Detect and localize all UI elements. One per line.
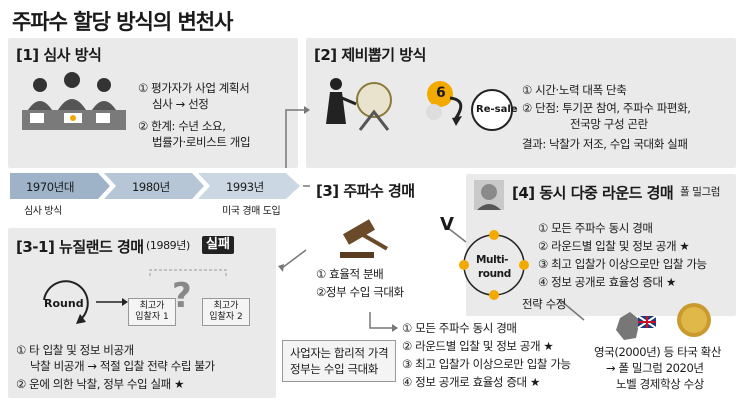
section3-item-2: ②정부 수입 극대화 bbox=[316, 285, 404, 299]
cycle-label-1: Multi- bbox=[476, 254, 509, 266]
section2-item-1: ① 시간·노력 대폭 단축 bbox=[522, 83, 627, 97]
section4-item-4: ④ 정보 공개로 효율성 증대 ★ bbox=[538, 275, 676, 289]
strategy-label: 전략 수정 bbox=[522, 297, 566, 311]
section31-item-2: 낙찰 비공개 → 적절 입찰 전략 수립 불가 bbox=[30, 359, 215, 373]
timeline-year-1993: 1993년 bbox=[226, 180, 264, 194]
section1-item-3: ② 한계: 수년 소요, bbox=[138, 119, 226, 133]
section2-title: [2] 제비뽑기 방식 bbox=[314, 46, 426, 64]
cycle-label-2: round bbox=[478, 268, 511, 280]
timeline-note-2: 미국 경매 도입 bbox=[222, 206, 281, 217]
bidder-1-label-1: 최고가 bbox=[139, 301, 165, 311]
section31-item-1: ① 타 입찰 및 정보 비공개 bbox=[16, 343, 134, 357]
panel-section1 bbox=[8, 38, 298, 168]
section31-fail-badge: 실패 bbox=[202, 236, 234, 254]
resale-label: Re-sale bbox=[476, 104, 518, 115]
section4-result-2: → 폴 밀그럼 2020년 bbox=[606, 361, 704, 375]
section2-item-3: 전국망 구성 곤란 bbox=[570, 117, 648, 131]
section1-title: [1] 심사 방식 bbox=[16, 46, 102, 64]
question-mark: ? bbox=[172, 276, 192, 316]
round-label: Round bbox=[44, 297, 84, 310]
section3-note-box bbox=[282, 340, 396, 382]
timeline-year-1970: 1970년대 bbox=[26, 180, 75, 194]
timeline-note-1: 심사 방식 bbox=[24, 206, 62, 217]
bidder-1-label-2: 입찰자 1 bbox=[135, 312, 169, 322]
versus-label: V bbox=[440, 214, 454, 235]
section4-result-1: 영국(2000년) 등 타국 확산 bbox=[594, 345, 722, 359]
section1-item-1: ① 평가자가 사업 계획서 bbox=[138, 81, 250, 95]
section4-item-3: ③ 최고 입찰가 이상으로만 입찰 가능 bbox=[538, 257, 707, 271]
bidder-2-box: 최고가 입찰자 2 bbox=[202, 298, 250, 326]
section3-condition-2: ② 라운드별 입찰 및 정보 공개 ★ bbox=[402, 339, 554, 353]
section4-item-1: ① 모든 주파수 동시 경매 bbox=[538, 221, 653, 235]
section2-item-2: ② 단점: 투기꾼 참여, 주파수 파편화, bbox=[522, 101, 691, 115]
section2-item-4: 결과: 낙찰가 저조, 수입 국대화 실패 bbox=[522, 137, 688, 151]
bidder-2-label-1: 최고가 bbox=[213, 301, 239, 311]
section3-condition-3: ③ 최고 입찰가 이상으로만 입찰 가능 bbox=[402, 357, 571, 371]
bidder-1-box: 최고가 입찰자 1 bbox=[128, 298, 176, 326]
bidder-2-label-2: 입찰자 2 bbox=[209, 312, 243, 322]
section3-title: [3] 주파수 경매 bbox=[316, 182, 415, 200]
judges-illustration bbox=[22, 72, 126, 130]
lottery-illustration bbox=[326, 78, 513, 131]
section3-item-1: ① 효율적 분배 bbox=[316, 267, 384, 281]
section4-person: 폴 밀그럼 bbox=[680, 186, 720, 198]
section3-note-2: 정부는 수입 극대화 bbox=[290, 362, 378, 376]
section4-title: [4] 동시 다중 라운드 경매 bbox=[512, 184, 674, 202]
section4-result-3: 노벨 경제학상 수상 bbox=[616, 377, 704, 391]
page-title: 주파수 할당 방식의 변천사 bbox=[12, 10, 233, 34]
timeline-year-1980: 1980년 bbox=[132, 180, 170, 194]
gavel-illustration bbox=[340, 219, 388, 258]
section31-title: [3-1] 뉴질랜드 경매 bbox=[16, 238, 144, 256]
section4-item-2: ② 라운드별 입찰 및 정보 공개 ★ bbox=[538, 239, 690, 253]
section31-year: (1989년) bbox=[146, 239, 190, 252]
lottery-ball-number: 6 bbox=[436, 85, 446, 101]
section1-item-2: 심사 → 선정 bbox=[152, 97, 209, 111]
section1-item-4: 법률가·로비스트 개입 bbox=[152, 135, 251, 149]
timeline-arrows bbox=[10, 173, 300, 199]
section31-item-3: ② 운에 의한 낙찰, 정부 수입 실패 ★ bbox=[16, 377, 185, 391]
panel-section4 bbox=[466, 174, 736, 316]
section3-note-1: 사업자는 합리적 가격 bbox=[290, 346, 389, 360]
cycle-illustration bbox=[459, 230, 529, 300]
section3-condition-1: ① 모든 주파수 동시 경매 bbox=[402, 321, 517, 335]
section3-condition-4: ④ 정보 공개로 효율성 증대 ★ bbox=[402, 375, 540, 389]
